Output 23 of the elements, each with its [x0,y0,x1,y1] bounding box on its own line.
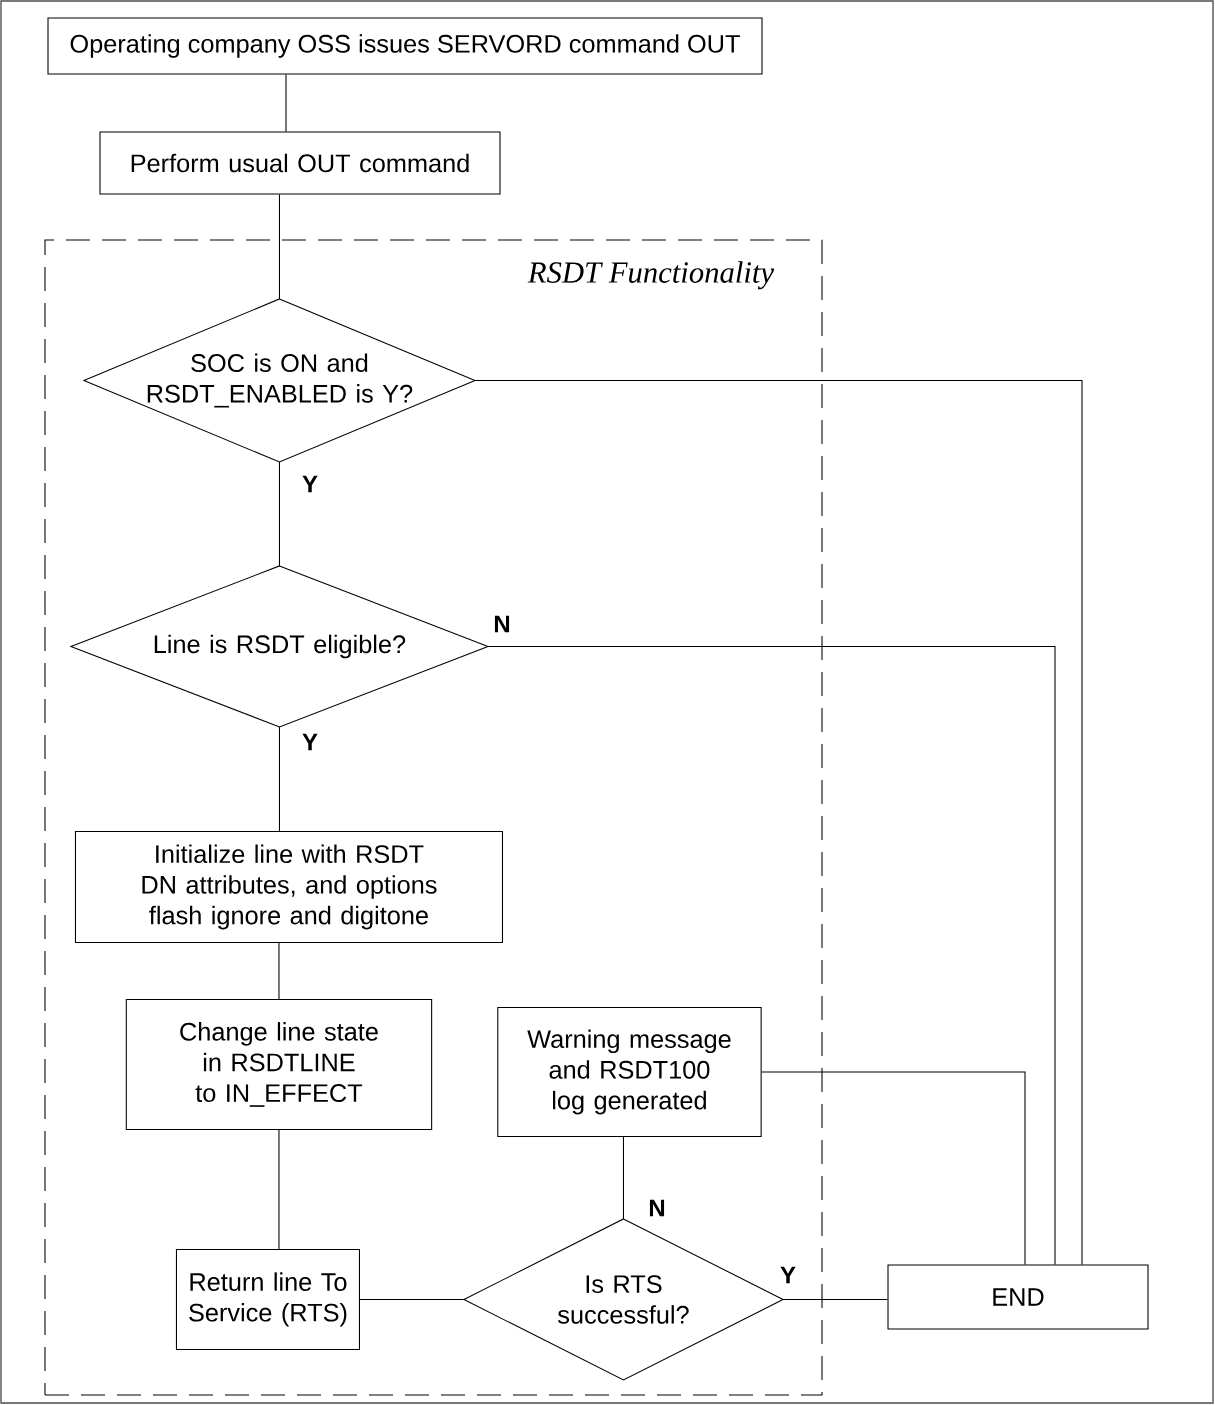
process-box: Operating company OSS issues SERVORD command OUT [47,17,763,75]
connector-line [278,942,280,1000]
connector-line [278,461,280,567]
connector-line [278,194,280,300]
connector-line [278,1129,280,1250]
process-box: END [887,1264,1149,1330]
connector-line [474,379,1083,1265]
edge-label: N [492,614,512,634]
connector-line [487,645,1056,1265]
connector-line [278,726,280,832]
connector-line [359,1298,465,1300]
edge-label: Y [300,474,320,494]
process-box: Perform usual OUT command [99,131,501,195]
edge-label: Y [300,732,320,752]
process-box: Initialize line with RSDT DN attributes, and options flash ignore and digitone [74,830,503,943]
edge-label: N [647,1198,667,1218]
process-box: Change line state in RSDTLINE to IN_EFFECT [125,998,433,1130]
connector-line [761,1071,1026,1265]
process-box: Return line To Service (RTS) [175,1248,360,1350]
connector-line [622,1136,624,1220]
connector-line [782,1298,888,1300]
process-box: Warning message and RSDT100 log generated [497,1006,762,1138]
connector-line [285,74,287,132]
